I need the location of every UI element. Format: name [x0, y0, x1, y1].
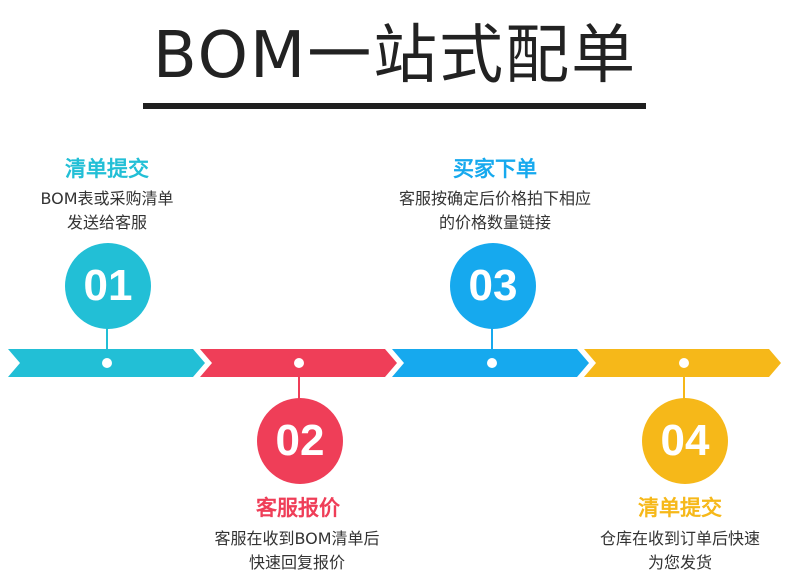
- step-4-title: 清单提交: [638, 496, 722, 520]
- step-2-number-circle: 02: [257, 398, 343, 484]
- step-2-connector: [298, 368, 300, 400]
- step-1-title: 清单提交: [65, 157, 149, 181]
- timeline-dot-4: [679, 358, 689, 368]
- step-2-desc-line2: 快速回复报价: [248, 553, 345, 572]
- step-3-connector: [491, 328, 493, 362]
- timeline-arrows: [8, 349, 781, 377]
- step-4-desc-line2: 为您发货: [647, 553, 712, 572]
- step-2-desc-line1: 客服在收到BOM清单后: [214, 529, 380, 548]
- page-title: BOM一站式配单: [152, 19, 638, 93]
- title-underline: [143, 103, 646, 109]
- step-4-desc-line1: 仓库在收到订单后快速: [599, 529, 760, 548]
- step-1-desc-line1: BOM表或采购清单: [40, 189, 174, 208]
- step-2-title: 客服报价: [256, 496, 340, 520]
- step-1-connector: [106, 328, 108, 362]
- step-1-number-circle: 01: [65, 243, 151, 329]
- step-4-number-circle: 04: [642, 398, 728, 484]
- timeline-dot-1: [102, 358, 112, 368]
- step-3-desc-line2: 的价格数量链接: [438, 213, 551, 232]
- step-3-number-circle: 03: [450, 243, 536, 329]
- timeline-dot-3: [487, 358, 497, 368]
- timeline-dot-2: [294, 358, 304, 368]
- step-1-desc-line2: 发送给客服: [66, 213, 147, 232]
- step-3-desc-line1: 客服按确定后价格拍下相应: [398, 189, 591, 208]
- step-4-connector: [683, 368, 685, 400]
- step-3-title: 买家下单: [453, 157, 537, 181]
